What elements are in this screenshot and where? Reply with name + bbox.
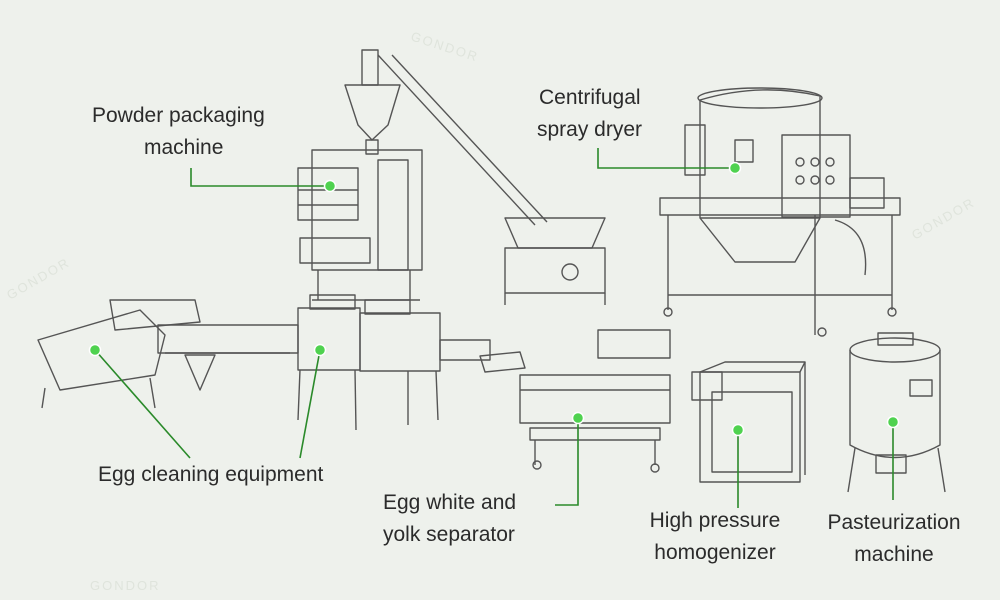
callout-line-separator <box>555 418 579 506</box>
pasteurization-machine-drawing <box>847 332 946 493</box>
watermark-right: GONDOR <box>909 194 978 242</box>
homogenizer-drawing <box>691 361 806 483</box>
watermark-bottom: GONDOR <box>90 578 161 593</box>
label-separator: Egg white and yolk separator <box>383 487 516 551</box>
label-spray-dryer: Centrifugal spray dryer <box>537 82 642 146</box>
label-separator-line1: Egg white and <box>383 491 517 514</box>
label-egg-cleaning-line1: Egg cleaning equipment <box>98 463 324 486</box>
callout-line-cleaning-1 <box>94 349 191 459</box>
label-separator-line2: yolk separator <box>383 523 515 546</box>
dot-cleaning-1 <box>88 343 102 357</box>
callout-line-powder <box>190 168 330 187</box>
dot-separator <box>571 411 585 425</box>
callout-dots <box>88 161 900 437</box>
label-powder-packaging-line2: machine <box>144 136 224 159</box>
dot-cleaning-2 <box>313 343 327 357</box>
dot-homogenizer <box>731 423 745 437</box>
watermark-top: GONDOR <box>409 29 481 65</box>
label-pasteurization: Pasteurization machine <box>818 507 970 571</box>
label-homogenizer-line1: High pressure <box>649 509 781 532</box>
label-powder-packaging-line1: Powder packaging <box>92 104 265 127</box>
label-pasteurization-line1: Pasteurization <box>827 511 961 534</box>
callout-lines <box>94 148 894 508</box>
dot-spray <box>728 161 742 175</box>
label-spray-dryer-line1: Centrifugal <box>539 86 641 109</box>
egg-separator-drawing <box>479 329 671 473</box>
callout-line-spray <box>597 148 735 169</box>
label-spray-dryer-line2: spray dryer <box>537 118 643 141</box>
egg-cleaning-equipment-drawing <box>37 294 491 431</box>
dot-powder <box>323 179 337 193</box>
label-homogenizer-line2: homogenizer <box>654 541 776 564</box>
spray-dryer-drawing <box>659 87 901 337</box>
label-egg-cleaning: Egg cleaning equipment <box>98 459 323 491</box>
label-homogenizer: High pressure homogenizer <box>640 505 790 569</box>
watermark-left: GONDOR <box>4 254 73 302</box>
dot-pasteurization <box>886 415 900 429</box>
label-pasteurization-line2: machine <box>854 543 934 566</box>
label-powder-packaging: Powder packaging machine <box>92 100 265 164</box>
callout-line-cleaning-2 <box>299 349 321 459</box>
